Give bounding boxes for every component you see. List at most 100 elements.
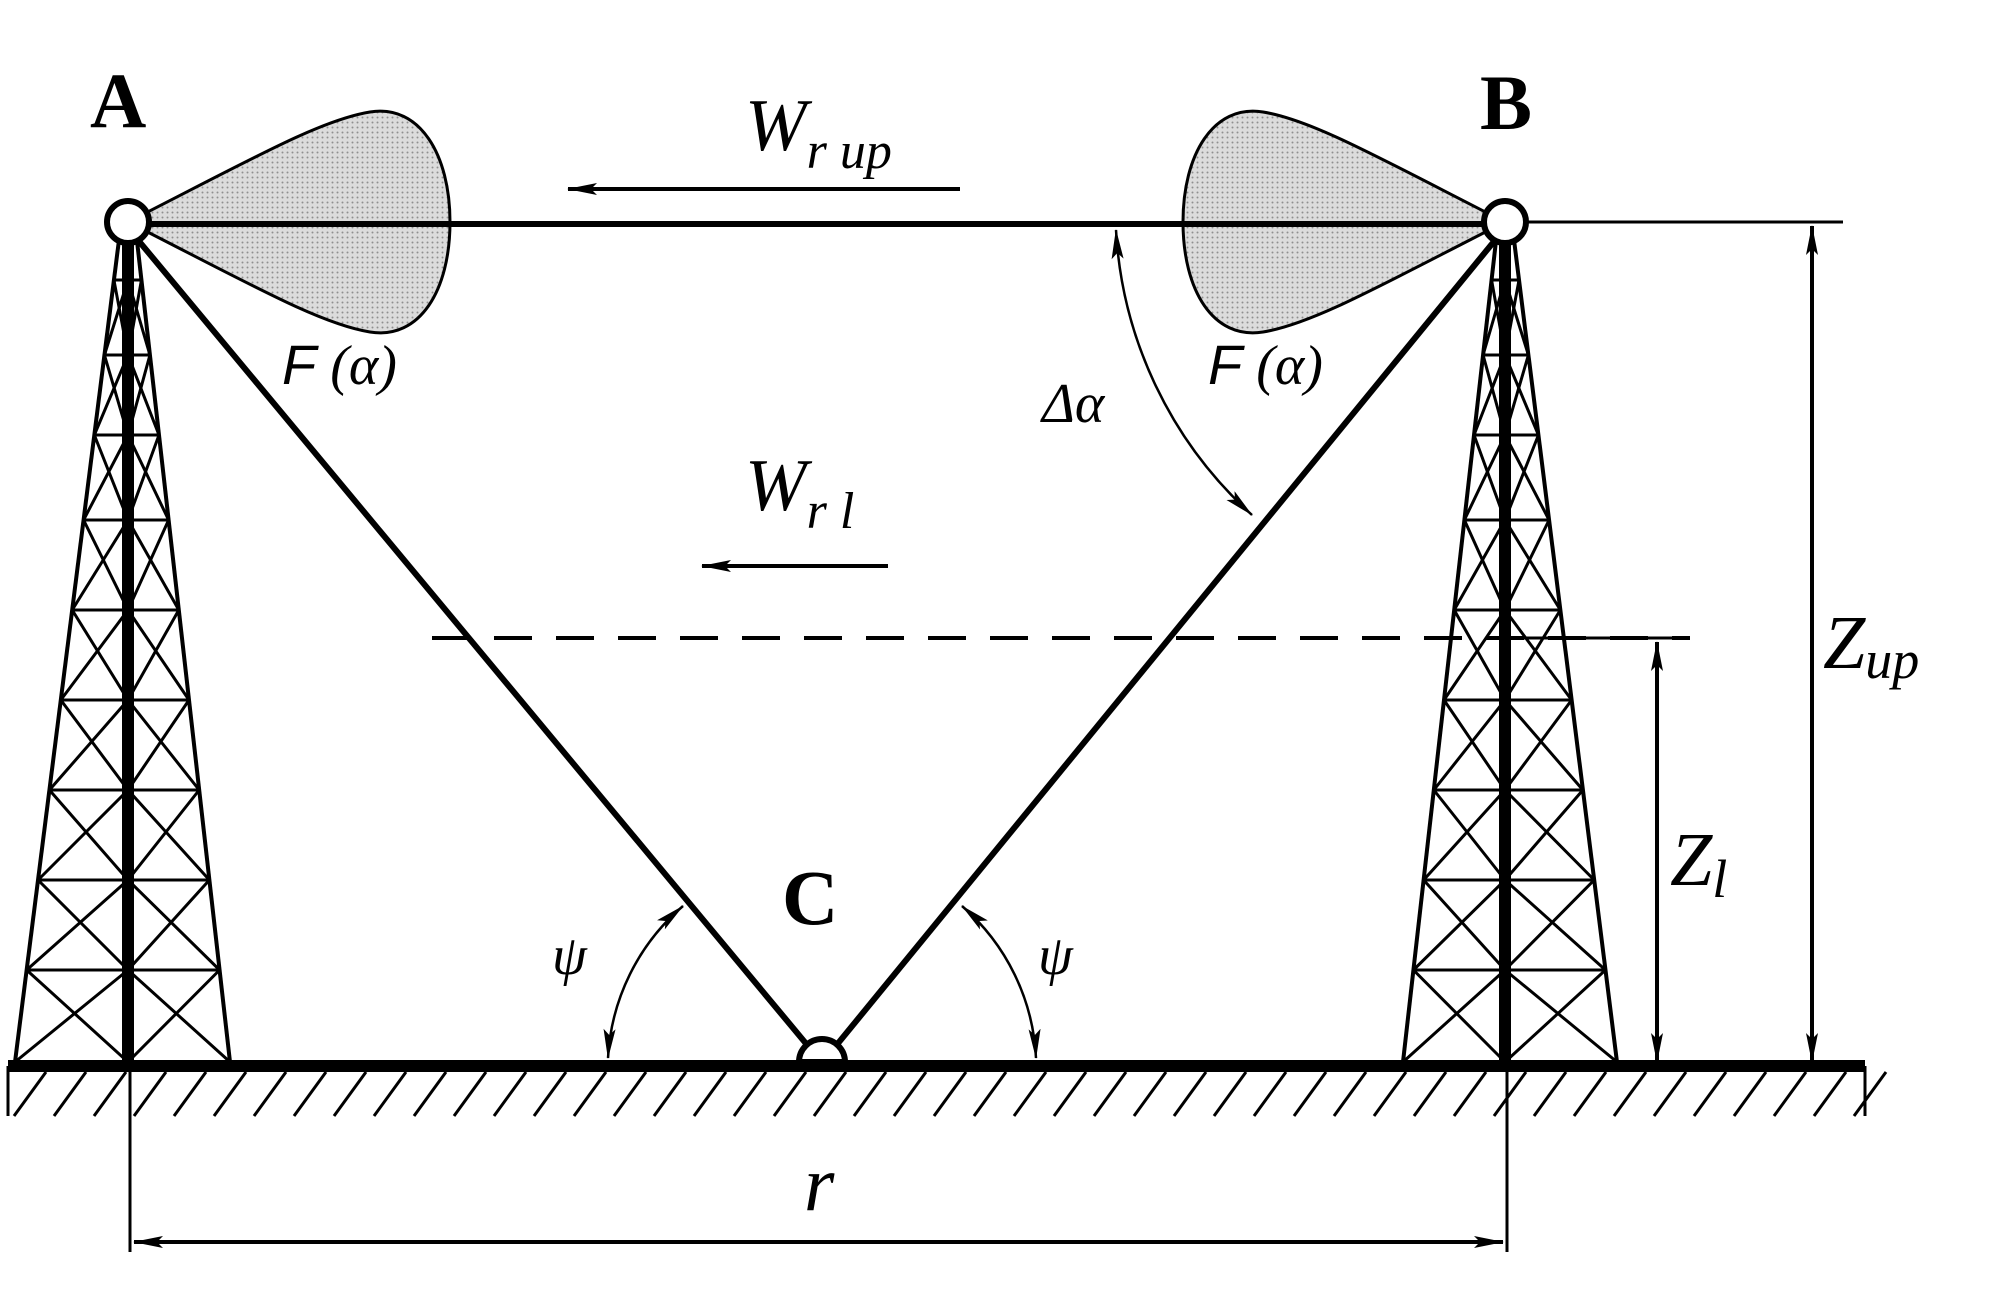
pattern-label-left: F(α) — [282, 333, 397, 397]
tower-b-lattice — [1401, 278, 1618, 1064]
hatch-stroke — [212, 1071, 248, 1117]
lattice-brace — [103, 354, 130, 436]
lattice-brace — [82, 519, 130, 611]
psi-label-left: ψ — [552, 925, 588, 987]
hatch-stroke — [12, 1071, 48, 1117]
psi-arc-left — [603, 905, 684, 1059]
lattice-brace — [70, 519, 130, 611]
lattice-brace — [1412, 968, 1507, 1064]
tower-b-left-leg — [1401, 231, 1499, 1063]
hatch-stroke — [892, 1071, 928, 1117]
lattice-brace — [25, 878, 129, 972]
r-label: r — [804, 1140, 835, 1227]
hatch-stroke — [132, 1071, 168, 1117]
lattice-brace — [1503, 609, 1562, 701]
z-upper-label: Zup — [1823, 601, 1919, 690]
lattice-brace — [126, 878, 221, 972]
lattice-brace — [1503, 878, 1596, 972]
hatch-stroke — [812, 1071, 848, 1117]
lattice-brace — [1503, 434, 1551, 521]
lattice-brace — [1463, 434, 1507, 521]
lattice-brace — [1503, 699, 1585, 791]
z-lower-label: Zl — [1670, 818, 1727, 909]
tower-a — [13, 225, 232, 1066]
hatch-stroke — [772, 1071, 808, 1117]
hatch-stroke — [52, 1071, 88, 1117]
lattice-brace — [1481, 279, 1507, 356]
lattice-brace — [126, 968, 232, 1064]
z-upper-sub: up — [1865, 630, 1919, 690]
psi-arc-right — [961, 905, 1041, 1059]
tower-b-right-leg — [1511, 231, 1619, 1063]
lattice-brace — [1503, 699, 1573, 791]
lattice-brace — [36, 878, 130, 972]
tower-a-lattice — [14, 278, 232, 1064]
hatch-stroke — [572, 1071, 608, 1117]
lattice-brace — [1504, 968, 1618, 1064]
hatch-stroke — [1292, 1071, 1328, 1117]
lattice-brace — [1503, 279, 1530, 356]
lattice-brace — [126, 354, 152, 436]
lattice-brace — [1412, 878, 1507, 972]
lattice-brace — [1463, 519, 1507, 611]
lattice-brace — [1432, 699, 1507, 791]
lattice-brace — [1422, 788, 1507, 882]
hatch-stroke — [1132, 1071, 1168, 1117]
delta-alpha-arc — [1111, 229, 1253, 516]
z-lower-sub: l — [1712, 849, 1727, 909]
w-lower-label: Wr l — [745, 445, 854, 540]
lattice-brace — [126, 609, 191, 701]
lattice-brace — [70, 609, 130, 701]
hatch-stroke — [1172, 1071, 1208, 1117]
lattice-brace — [1452, 609, 1507, 701]
lattice-brace — [1481, 354, 1507, 436]
label-c: C — [782, 854, 838, 941]
delta-alpha-label: Δα — [1040, 373, 1106, 435]
path-cb — [823, 226, 1508, 1060]
hatch-stroke — [292, 1071, 328, 1117]
hatch-stroke — [92, 1071, 128, 1117]
hatch-stroke — [1652, 1071, 1688, 1117]
w-lower-sub: r l — [807, 483, 855, 540]
label-a: A — [90, 57, 146, 144]
node-a — [104, 198, 152, 246]
ground — [6, 1060, 1888, 1117]
lattice-brace — [126, 519, 170, 611]
lattice-brace — [92, 434, 130, 521]
lattice-brace — [1490, 279, 1507, 356]
hatch-stroke — [172, 1071, 208, 1117]
lattice-brace — [92, 354, 130, 436]
lattice-brace — [126, 434, 161, 521]
hatch-stroke — [932, 1071, 968, 1117]
lattice-brace — [1503, 434, 1540, 521]
lattice-brace — [126, 968, 221, 1064]
hatch-stroke — [1732, 1071, 1768, 1117]
lattice-brace — [1503, 354, 1540, 436]
node-b — [1481, 198, 1529, 246]
lattice-brace — [1422, 878, 1507, 972]
hatch-stroke — [732, 1071, 768, 1117]
lattice-brace — [59, 609, 130, 701]
lattice-brace — [25, 968, 130, 1064]
pattern-left-f: F — [282, 333, 319, 396]
lattice-brace — [1452, 519, 1507, 611]
hatch-stroke — [972, 1071, 1008, 1117]
label-b: B — [1480, 59, 1532, 146]
lattice-brace — [1503, 789, 1585, 881]
pattern-right-f: F — [1208, 333, 1245, 396]
lattice-brace — [1503, 519, 1562, 611]
path-ac — [125, 226, 821, 1060]
lattice-brace — [82, 434, 130, 521]
lattice-brace — [126, 279, 143, 356]
hatch-stroke — [252, 1071, 288, 1117]
hatch-stroke — [1372, 1071, 1408, 1117]
lattice-brace — [1503, 519, 1551, 611]
lattice-brace — [1432, 789, 1507, 881]
hatch-stroke — [1092, 1071, 1128, 1117]
lattice-brace — [14, 968, 129, 1064]
lattice-brace — [1442, 699, 1507, 791]
lattice-brace — [1472, 434, 1507, 521]
node-c — [795, 1036, 849, 1065]
